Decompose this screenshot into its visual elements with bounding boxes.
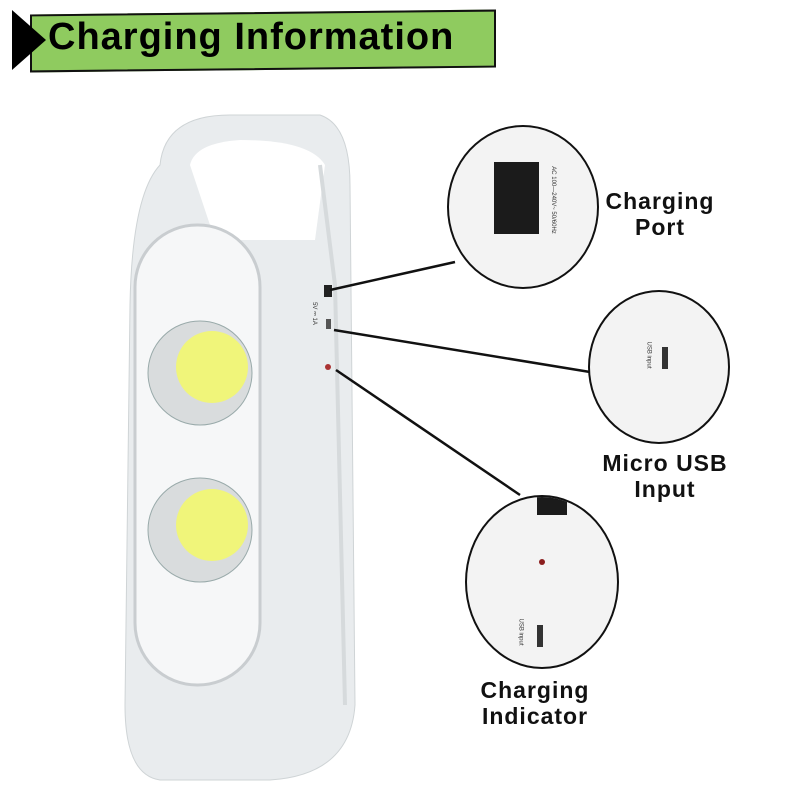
port-spec-text: AC 100—240V~ 50/60Hz (549, 166, 556, 234)
charging-indicator (325, 364, 331, 370)
callout-micro-usb: USB input (588, 290, 730, 444)
label-line: Charging (480, 677, 590, 703)
label-line: Input (634, 476, 696, 502)
arrow-icon (12, 10, 46, 70)
usb-port-icon (662, 347, 668, 369)
usb-text: USB input (517, 618, 524, 646)
leader-line-usb (333, 328, 591, 374)
label-line: Port (635, 214, 685, 240)
usb-text: USB input (645, 341, 652, 369)
label-line: Micro USB (602, 450, 728, 476)
lantern-image (124, 114, 356, 781)
usb-port-icon (537, 625, 543, 647)
callout-charging-indicator: USB input (465, 495, 619, 669)
label-charging-indicator: Charging Indicator (465, 677, 605, 729)
led-bottom (147, 477, 253, 583)
usb-port (326, 319, 331, 329)
charging-port (324, 285, 332, 297)
leader-line-port (329, 260, 456, 292)
leader-line-indicator (335, 368, 521, 497)
led-top (147, 320, 253, 426)
label-charging-port: Charging Port (595, 188, 725, 240)
label-micro-usb: Micro USB Input (590, 450, 740, 502)
callout-charging-port: AC 100—240V~ 50/60Hz (447, 125, 599, 289)
banner-title: Charging Information (48, 16, 455, 58)
label-line: Charging (605, 188, 715, 214)
title-banner: Charging Information (12, 9, 496, 73)
ac-socket-icon (494, 162, 539, 234)
indicator-led-icon (539, 559, 545, 565)
socket-edge (537, 497, 567, 515)
label-line: Indicator (481, 703, 589, 729)
